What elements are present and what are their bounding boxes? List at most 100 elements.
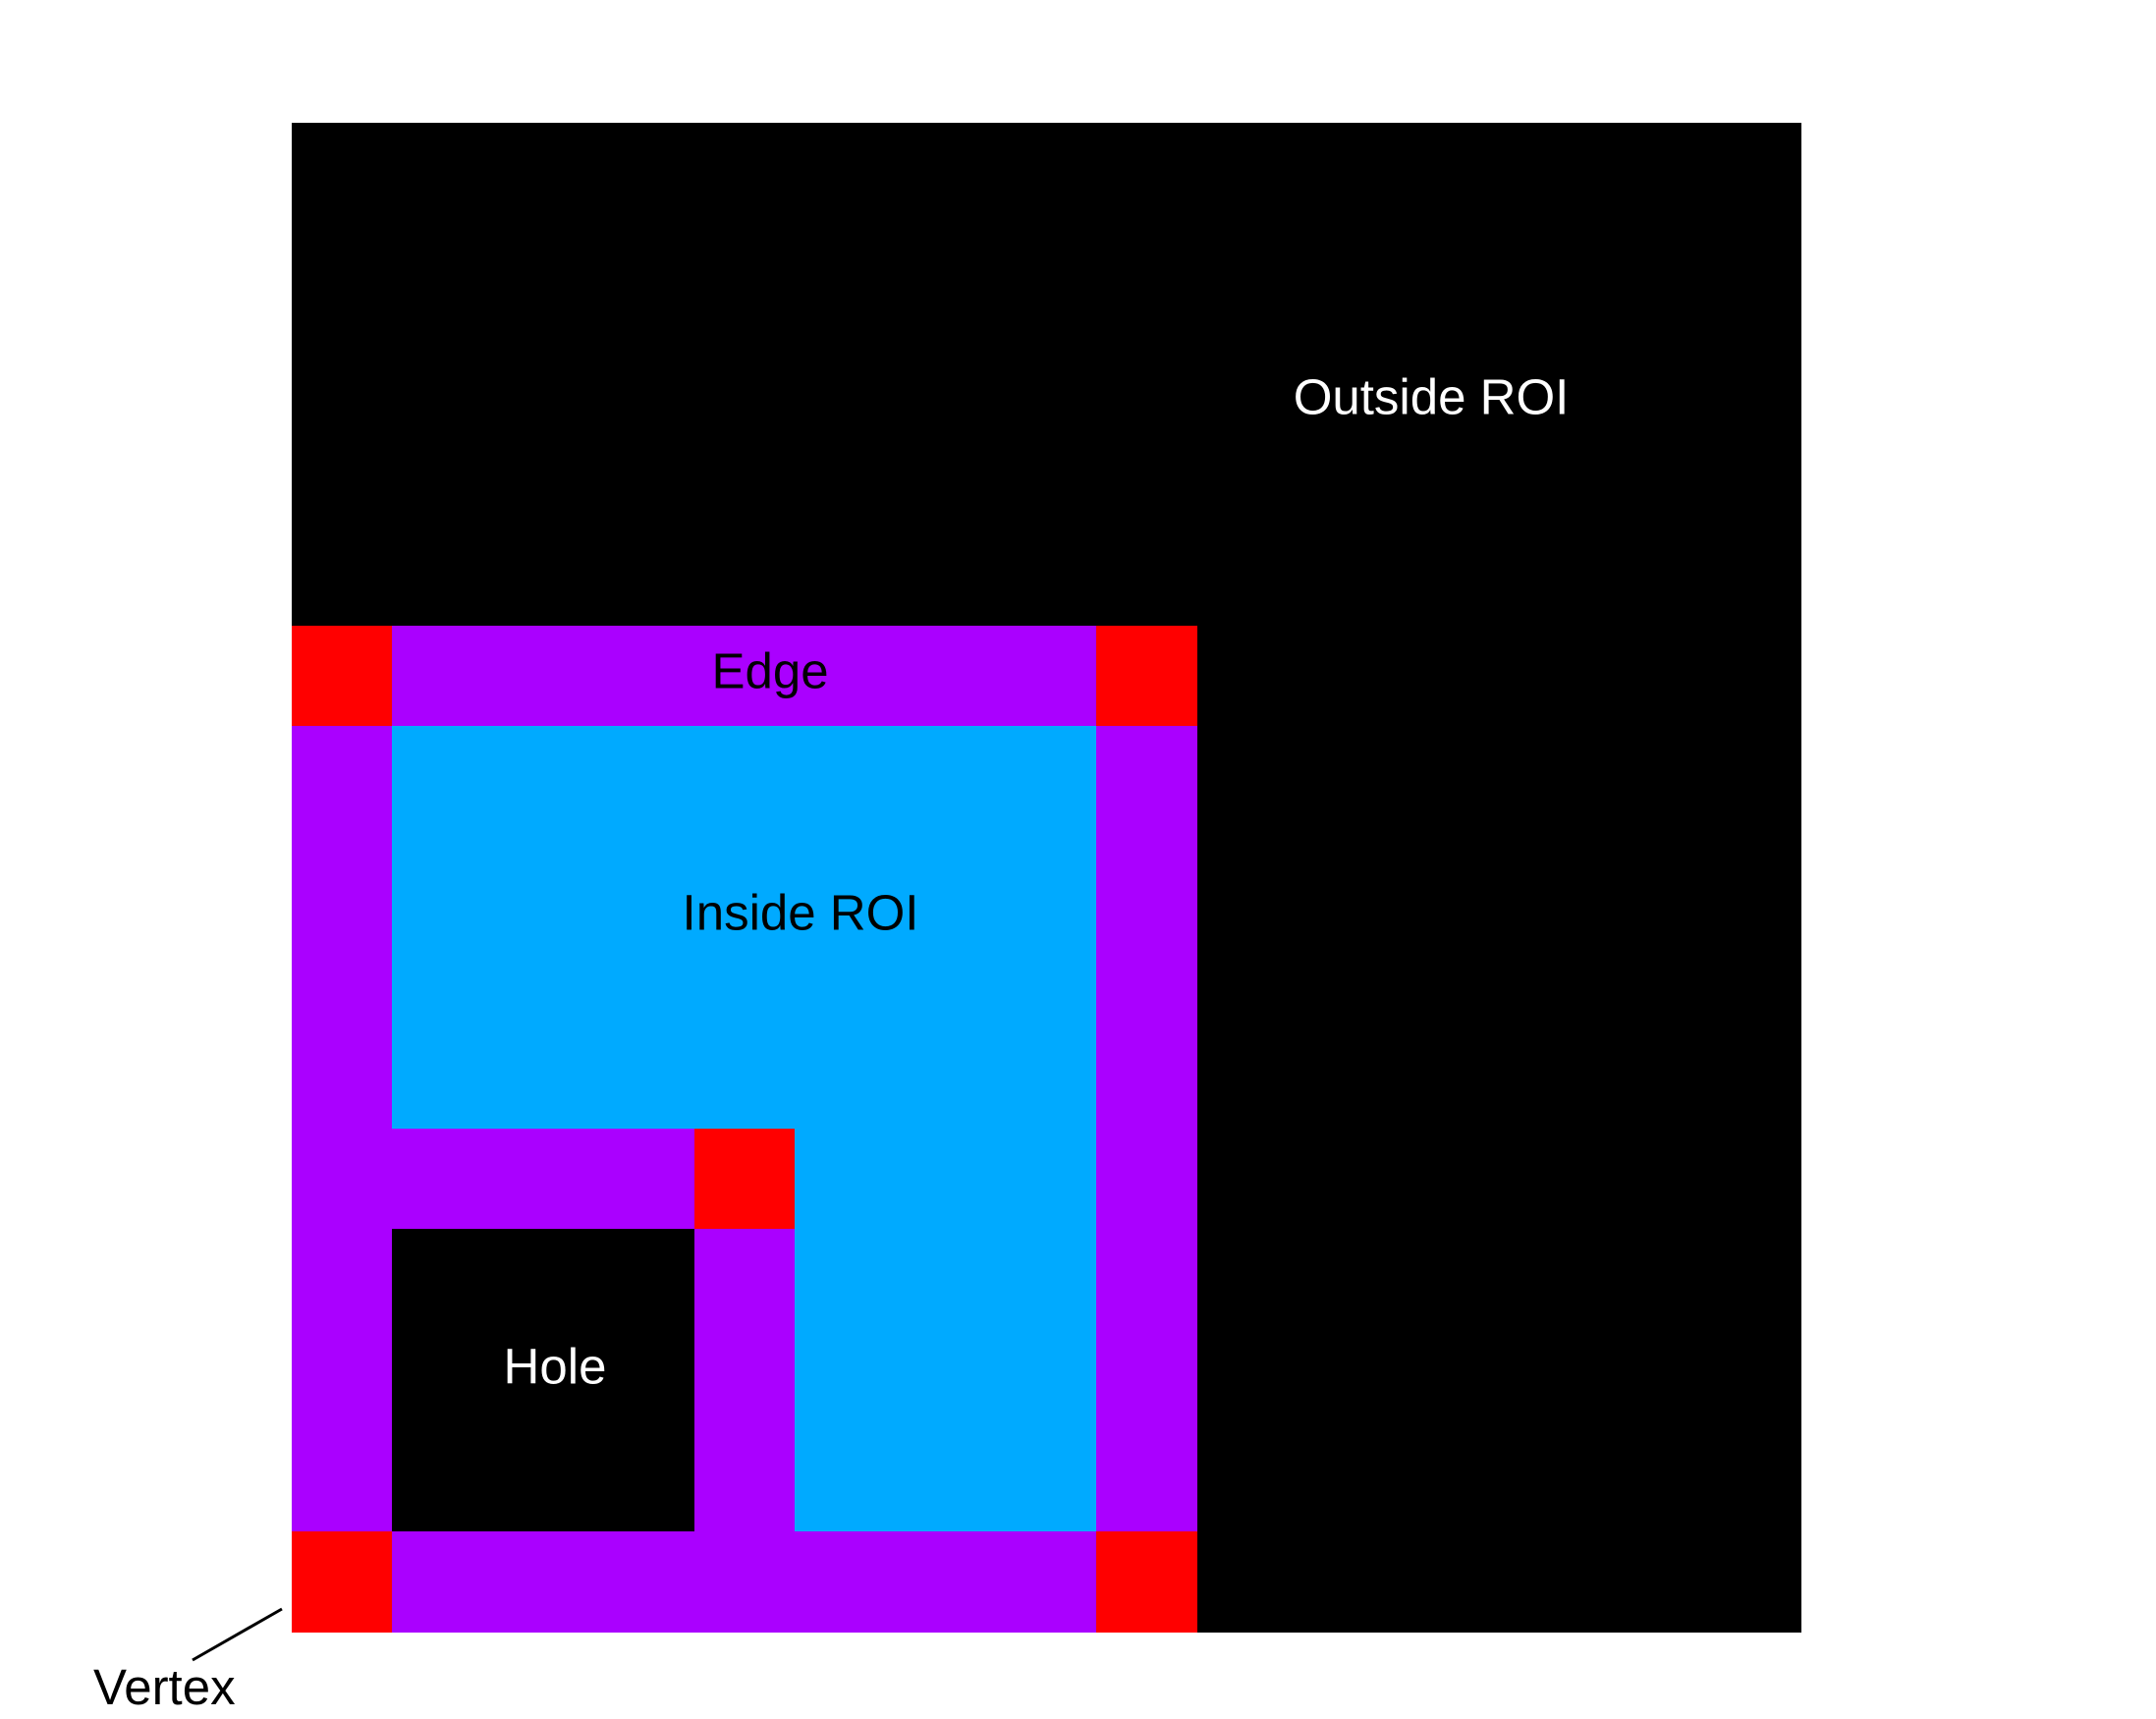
outside-roi-pixel bbox=[1699, 123, 1801, 224]
edge-pixel bbox=[292, 1329, 393, 1431]
outside-roi-pixel bbox=[1699, 1027, 1801, 1130]
inside-roi-pixel bbox=[895, 826, 997, 928]
outside-roi-pixel bbox=[995, 424, 1097, 527]
outside-roi-pixel bbox=[1699, 223, 1801, 325]
outside-roi-pixel bbox=[1298, 726, 1399, 828]
outside-roi-pixel bbox=[1699, 826, 1801, 928]
inside-roi-pixel bbox=[593, 927, 695, 1029]
outside-roi-pixel bbox=[1298, 525, 1399, 627]
inside-roi-pixel bbox=[895, 726, 997, 828]
outside-roi-pixel bbox=[795, 424, 896, 527]
outside-roi-pixel bbox=[795, 525, 896, 627]
outside-roi-pixel bbox=[1599, 123, 1701, 224]
edge-pixel bbox=[492, 1530, 594, 1633]
outside-roi-pixel bbox=[1398, 1329, 1500, 1431]
outside-roi-pixel bbox=[795, 123, 896, 224]
edge-pixel bbox=[995, 1530, 1097, 1633]
vertex-pixel bbox=[1096, 626, 1198, 727]
outside-roi-pixel bbox=[1498, 1129, 1600, 1230]
inside-roi-pixel bbox=[492, 826, 594, 928]
outside-roi-pixel bbox=[392, 123, 494, 224]
outside-roi-pixel bbox=[292, 525, 393, 627]
outside-roi-pixel bbox=[1196, 1027, 1299, 1130]
inside-roi-pixel bbox=[995, 1430, 1097, 1532]
outside-roi-pixel bbox=[693, 323, 796, 425]
edge-pixel bbox=[1096, 1329, 1198, 1431]
outside-roi-pixel bbox=[1196, 223, 1299, 325]
edge-pixel bbox=[392, 1129, 494, 1230]
outside-roi-pixel bbox=[1196, 1530, 1299, 1633]
hole-label: Hole bbox=[503, 1338, 607, 1395]
inside-roi-pixel bbox=[492, 726, 594, 828]
inside-roi-pixel bbox=[995, 1229, 1097, 1331]
outside-roi-pixel bbox=[1298, 1530, 1399, 1633]
outside-roi-pixel bbox=[1498, 123, 1600, 224]
inside-roi-pixel bbox=[593, 826, 695, 928]
outside-roi-pixel bbox=[593, 223, 695, 325]
outside-roi-pixel bbox=[292, 123, 393, 224]
outside-roi-pixel bbox=[1498, 1430, 1600, 1532]
outside-roi-pixel bbox=[1398, 927, 1500, 1029]
edge-pixel bbox=[795, 626, 896, 727]
outside-roi-pixel bbox=[1699, 927, 1801, 1029]
outside-roi-pixel bbox=[1398, 1530, 1500, 1633]
inside-roi-pixel bbox=[895, 1329, 997, 1431]
outside-roi-pixel bbox=[1096, 123, 1198, 224]
outside-roi-pixel bbox=[995, 525, 1097, 627]
hole-pixel bbox=[593, 1430, 695, 1532]
outside-roi-pixel bbox=[1599, 1129, 1701, 1230]
edge-pixel bbox=[1096, 1027, 1198, 1130]
outside-roi-pixel bbox=[1699, 1530, 1801, 1633]
outside-roi-pixel bbox=[1196, 1229, 1299, 1331]
edge-pixel bbox=[895, 1530, 997, 1633]
outside-roi-pixel bbox=[392, 323, 494, 425]
outside-roi-pixel bbox=[1196, 826, 1299, 928]
edge-pixel bbox=[693, 626, 796, 727]
inside-roi-pixel bbox=[795, 1129, 896, 1230]
inside-roi-pixel bbox=[795, 1229, 896, 1331]
outside-roi-pixel bbox=[1599, 826, 1701, 928]
outside-roi-pixel bbox=[1398, 424, 1500, 527]
outside-roi-pixel bbox=[292, 223, 393, 325]
edge-pixel bbox=[693, 1530, 796, 1633]
outside-roi-pixel bbox=[1398, 525, 1500, 627]
inside-roi-pixel bbox=[795, 927, 896, 1029]
inside-roi-pixel bbox=[995, 1129, 1097, 1230]
outside-roi-pixel bbox=[895, 223, 997, 325]
outside-roi-pixel bbox=[1398, 626, 1500, 727]
outside-roi-pixel bbox=[995, 323, 1097, 425]
edge-pixel bbox=[292, 1027, 393, 1130]
outside-roi-pixel bbox=[1398, 726, 1500, 828]
inside-roi-pixel bbox=[392, 726, 494, 828]
outside-roi-pixel bbox=[1699, 1430, 1801, 1532]
outside-roi-pixel bbox=[1699, 323, 1801, 425]
edge-pixel bbox=[392, 626, 494, 727]
outside-roi-pixel bbox=[1398, 323, 1500, 425]
vertex-pixel bbox=[292, 626, 393, 727]
edge-pixel bbox=[1096, 927, 1198, 1029]
outside-roi-pixel bbox=[1699, 525, 1801, 627]
inside-roi-pixel bbox=[693, 927, 796, 1029]
outside-roi-pixel bbox=[1196, 1430, 1299, 1532]
edge-pixel bbox=[492, 626, 594, 727]
outside-roi-pixel bbox=[1599, 927, 1701, 1029]
outside-roi-pixel bbox=[292, 323, 393, 425]
outside-roi-pixel bbox=[1599, 1027, 1701, 1130]
outside-roi-pixel bbox=[492, 424, 594, 527]
outside-roi-pixel bbox=[1498, 1329, 1600, 1431]
outside-roi-pixel bbox=[492, 525, 594, 627]
outside-roi-pixel bbox=[1196, 726, 1299, 828]
inside-roi-pixel bbox=[392, 826, 494, 928]
edge-pixel bbox=[895, 626, 997, 727]
hole-pixel bbox=[392, 1430, 494, 1532]
outside-roi-pixel bbox=[1498, 323, 1600, 425]
outside-roi-pixel bbox=[1196, 1129, 1299, 1230]
outside-roi-pixel bbox=[795, 323, 896, 425]
inside-roi-pixel bbox=[593, 726, 695, 828]
edge-pixel bbox=[1096, 1229, 1198, 1331]
edge-pixel bbox=[693, 1329, 796, 1431]
outside-roi-pixel bbox=[1298, 1027, 1399, 1130]
outside-roi-pixel bbox=[1298, 1329, 1399, 1431]
vertex-pointer-line bbox=[192, 1607, 283, 1662]
edge-label: Edge bbox=[711, 642, 829, 699]
